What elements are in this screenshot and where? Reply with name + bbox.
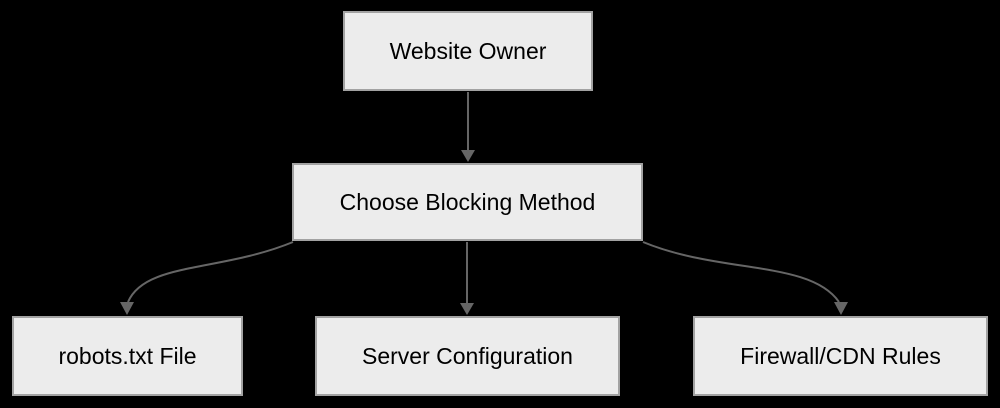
arrowhead-down-icon: [834, 302, 848, 315]
node-choose-blocking-method: Choose Blocking Method: [292, 163, 643, 241]
node-label: Choose Blocking Method: [339, 188, 596, 215]
node-website-owner: Website Owner: [343, 11, 593, 91]
node-label: Website Owner: [389, 37, 547, 64]
node-robots-txt-file: robots.txt File: [12, 316, 243, 396]
node-firewall-cdn-rules: Firewall/CDN Rules: [693, 316, 988, 396]
edge-curve: [127, 241, 294, 303]
arrowhead-down-icon: [460, 303, 474, 315]
node-label: robots.txt File: [58, 342, 197, 369]
node-label: Firewall/CDN Rules: [740, 342, 941, 369]
arrowhead-down-icon: [120, 302, 134, 315]
node-label: Server Configuration: [362, 342, 573, 369]
edge-choose-blocking-method-to-server-configuration: [460, 242, 474, 315]
edge-website-owner-to-choose-blocking-method: [461, 92, 475, 162]
edge-choose-blocking-method-to-robots-txt-file: [120, 241, 294, 315]
arrowhead-down-icon: [461, 150, 475, 162]
edge-curve: [642, 241, 840, 303]
edge-choose-blocking-method-to-firewall-cdn-rules: [642, 241, 848, 315]
node-server-configuration: Server Configuration: [315, 316, 620, 396]
